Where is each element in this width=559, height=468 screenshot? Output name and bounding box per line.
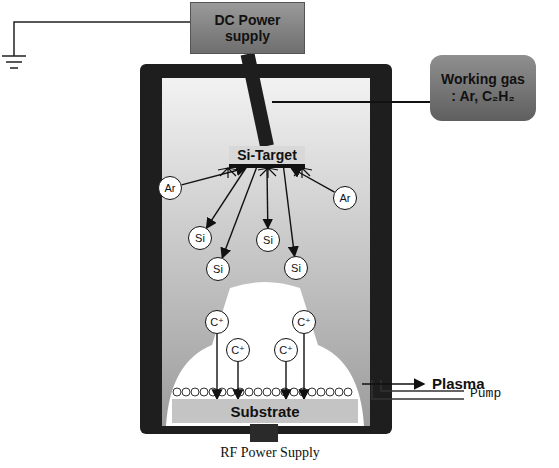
node-text: Ar [165,182,176,194]
particle-path-arrow [237,362,238,399]
node-text: Si [213,263,223,275]
part-label: Pump [470,386,501,401]
particle-path-arrow [222,168,256,258]
particle-path-arrow [284,168,295,256]
sputter-target: Si-Target [229,146,305,168]
particle-path-arrow [285,362,286,399]
node-text: Substrate [230,403,299,420]
node-text: Si [263,234,273,246]
node-text: DC Power supply [199,12,296,44]
particle-path-arrow [291,168,334,192]
silicon-atom: Si [206,257,230,281]
carbon-ion: C⁺ [274,338,298,362]
gas-supply-box: Working gas : Ar, C₂H₂ [430,55,536,121]
carbon-ion: C⁺ [205,310,229,334]
node-text: Ar [340,192,351,204]
silicon-atom: Si [284,256,308,280]
electrode-feed [248,54,267,146]
node-text: Si [291,262,301,274]
particle-path-arrow [207,168,246,228]
node-text: Working gas : Ar, C₂H₂ [438,71,528,105]
particle-path-arrow [266,168,268,228]
node-text: C⁺ [210,316,224,329]
particle-path-arrow [303,334,304,399]
silicon-atom: Si [188,226,212,250]
node-text: C⁺ [231,344,245,357]
argon-ion: Ar [158,176,182,200]
node-text: Si [195,232,205,244]
part-label: RF Power Supply [220,445,320,461]
particle-path-arrow [216,334,217,399]
carbon-ion: C⁺ [226,338,250,362]
node-text: Si-Target [237,147,297,163]
power-supply-box: DC Power supply [190,2,305,54]
substrate-plate: Substrate [172,399,358,423]
node-text: C⁺ [297,316,311,329]
argon-ion: Ar [333,186,357,210]
node-text: C⁺ [279,344,293,357]
silicon-atom: Si [256,228,280,252]
carbon-ion: C⁺ [292,310,316,334]
